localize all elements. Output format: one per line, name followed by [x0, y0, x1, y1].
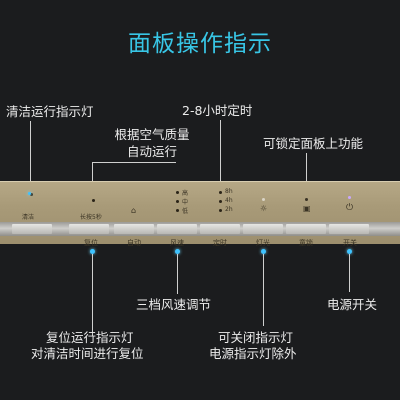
light-indicator-dot	[261, 249, 266, 254]
callout-reset-2: 对清洁时间进行复位	[31, 346, 144, 361]
speed-mid-label: 中	[182, 199, 189, 206]
leader-line	[92, 254, 93, 336]
leader-line	[349, 254, 350, 292]
callout-reset-1: 复位运行指示灯	[46, 330, 134, 345]
power-icon: ⏻	[346, 203, 354, 213]
light-label: 灯光	[256, 239, 270, 247]
air-quality-icon: ⌂	[131, 206, 137, 215]
timer-8h-led	[219, 191, 222, 194]
leader-line	[92, 162, 176, 163]
hold-5s-label: 长按5秒	[80, 214, 102, 221]
leader-line	[263, 254, 264, 326]
callout-timer: 2-8小时定时	[182, 103, 253, 118]
callout-lock: 可锁定面板上功能	[263, 136, 364, 151]
speed-mid-led	[176, 200, 179, 203]
timer-2h-led	[219, 209, 222, 212]
callout-power: 电源开关	[327, 297, 378, 312]
child-lock-button[interactable]	[286, 224, 326, 234]
timer-4h-label: 4h	[225, 197, 233, 204]
hold-led	[92, 199, 95, 202]
leader-line	[177, 254, 178, 294]
timer-2h-label: 2h	[225, 206, 233, 213]
clean-led	[30, 193, 33, 196]
timer-4h-led	[219, 200, 222, 203]
power-indicator-dot	[347, 249, 352, 254]
leader-line	[220, 120, 221, 184]
callout-fan-speed: 三档风速调节	[136, 297, 212, 312]
leader-line	[30, 121, 31, 184]
power-led	[348, 196, 351, 199]
timer-label: 定时	[213, 239, 227, 247]
reset-indicator-dot	[90, 249, 95, 254]
auto-label: 自动	[127, 239, 141, 247]
reset-button[interactable]	[12, 224, 52, 234]
leader-line	[92, 162, 93, 184]
lock-icon: ▣	[303, 204, 311, 213]
fan-speed-label: 风速	[170, 239, 184, 247]
callout-light-2: 电源指示灯除外	[209, 346, 297, 361]
callout-auto-quality-2: 自动运行	[126, 144, 177, 159]
fan-speed-indicator-dot	[175, 249, 180, 254]
speed-low-led	[176, 209, 179, 212]
page-title: 面板操作指示	[128, 31, 272, 57]
child-lock-label: 童锁	[299, 239, 313, 247]
clean-label: 清洁	[22, 214, 35, 221]
timer-8h-label: 8h	[225, 188, 233, 195]
auto-button[interactable]	[69, 224, 109, 234]
light-led	[262, 198, 265, 201]
lock-led	[305, 198, 308, 201]
fan-speed-button[interactable]	[157, 224, 197, 234]
speed-high-led	[176, 191, 179, 194]
power-button[interactable]	[329, 224, 369, 234]
speed-low-label: 低	[182, 208, 189, 215]
light-button[interactable]	[243, 224, 283, 234]
leader-line	[306, 153, 307, 184]
light-icon: ☼	[260, 204, 268, 213]
power-label: 开关	[343, 239, 357, 247]
callout-light-1: 可关闭指示灯	[218, 330, 294, 345]
clean-indicator-light	[28, 192, 31, 195]
spare-button[interactable]	[114, 224, 154, 234]
callout-clean-indicator: 清洁运行指示灯	[6, 104, 94, 119]
speed-high-label: 高	[182, 190, 189, 197]
timer-button[interactable]	[200, 224, 240, 234]
reset-label: 复位	[84, 239, 98, 247]
callout-auto-quality-1: 根据空气质量	[114, 127, 190, 142]
